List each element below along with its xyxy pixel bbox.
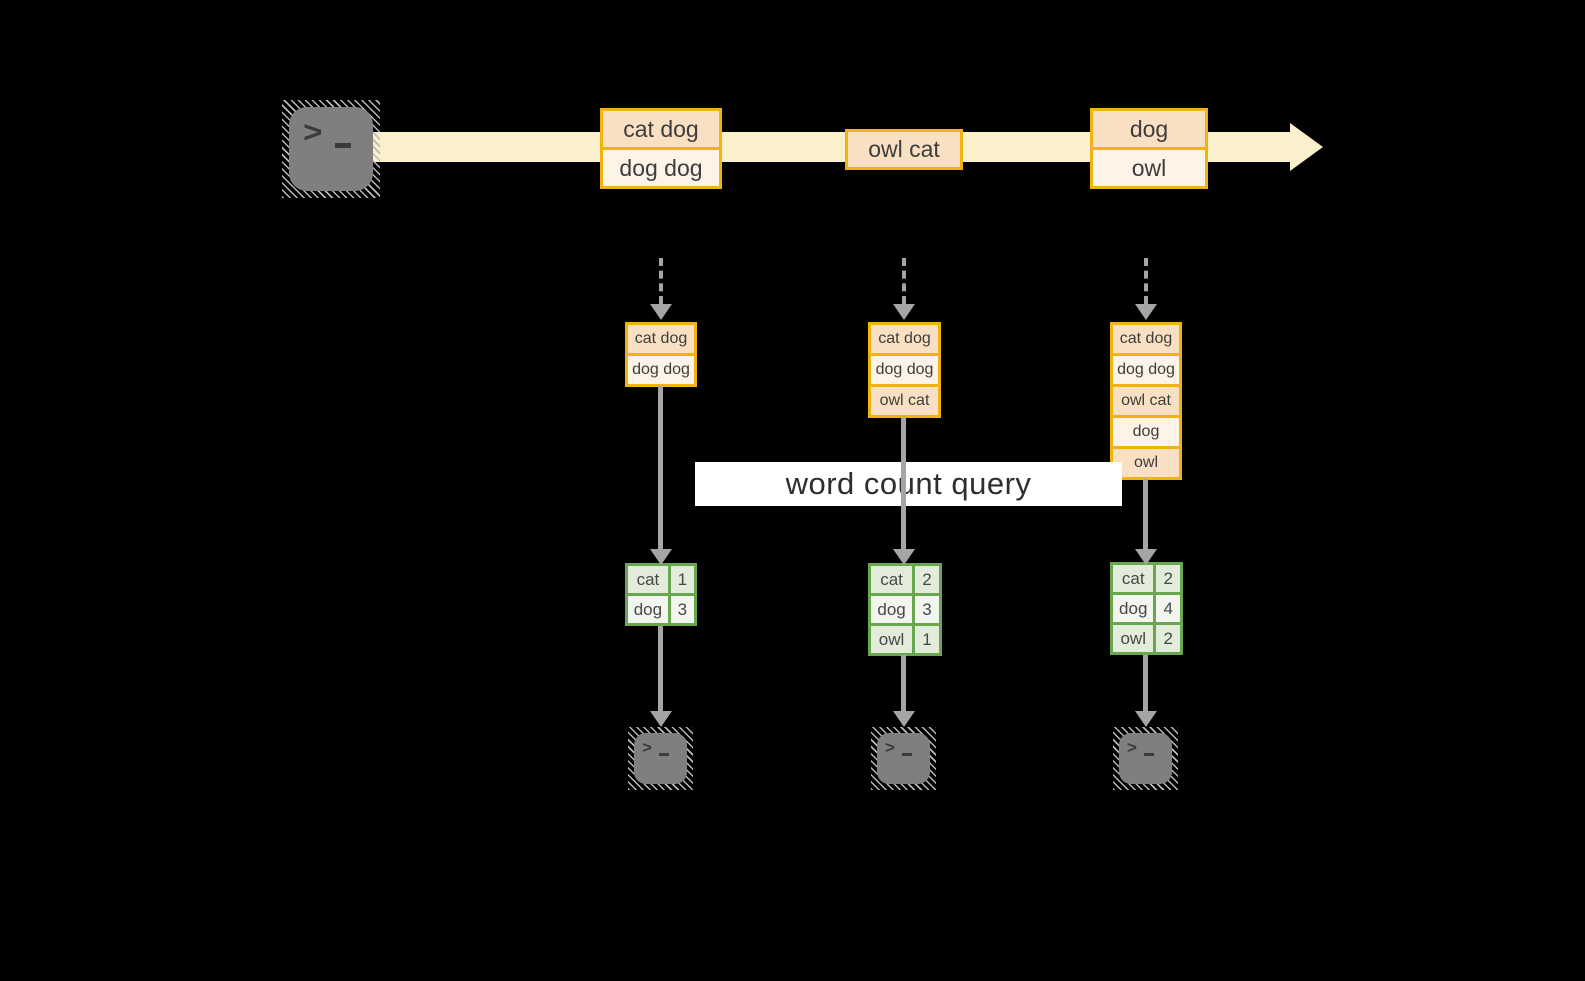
terminal-prompt-icon: >: [642, 738, 652, 757]
terminal-prompt-icon: >: [1127, 738, 1137, 757]
count-cell: 1: [915, 626, 939, 653]
stream-record: owl: [1093, 147, 1205, 186]
terminal-prompt-icon: >: [885, 738, 895, 757]
count-cell: 1: [670, 566, 694, 593]
stream-record: dog dog: [603, 147, 719, 186]
ingest-arrow-3: [1144, 258, 1148, 304]
terminal-cursor-icon: [659, 753, 669, 756]
query-arrow-3: [1143, 479, 1148, 549]
stream-timeline-arrowhead: [1290, 123, 1323, 171]
ingest-arrowhead-1: [650, 304, 672, 320]
terminal-screen: >: [289, 107, 373, 191]
table-row: dog 3: [628, 596, 694, 623]
state-record: dog dog: [1113, 353, 1179, 384]
terminal-cursor-icon: [1144, 753, 1154, 756]
state-record: cat dog: [1113, 325, 1179, 353]
wordcount-table-2: cat 2 dog 3 owl 1: [868, 563, 942, 656]
count-cell: 2: [1156, 625, 1180, 652]
query-arrow-2: [901, 417, 906, 549]
ingest-arrow-1: [659, 258, 663, 304]
query-banner: word count query: [695, 462, 1122, 506]
word-cell: cat: [871, 566, 913, 593]
state-record: owl cat: [1113, 384, 1179, 415]
count-cell: 3: [670, 596, 694, 623]
stream-record: dog: [1093, 111, 1205, 147]
query-arrowhead-3: [1135, 549, 1157, 565]
state-record: dog dog: [871, 353, 938, 384]
word-cell: owl: [871, 626, 913, 653]
sink-terminal-icon-3: >: [1113, 727, 1178, 790]
table-row: owl 1: [871, 626, 939, 653]
input-state-1: cat dog dog dog: [625, 322, 697, 387]
output-arrowhead-1: [650, 711, 672, 727]
state-record: owl: [1113, 446, 1179, 477]
ingest-arrowhead-2: [893, 304, 915, 320]
word-cell: owl: [1113, 625, 1154, 652]
terminal-cursor-icon: [902, 753, 912, 756]
word-cell: cat: [628, 566, 668, 593]
terminal-screen: >: [1119, 733, 1172, 784]
output-arrow-3: [1143, 655, 1148, 711]
query-arrow-1: [658, 386, 663, 549]
terminal-screen: >: [877, 733, 930, 784]
stream-batch-1: cat dog dog dog: [600, 108, 722, 189]
table-row: owl 2: [1113, 625, 1180, 652]
stream-batch-3: dog owl: [1090, 108, 1208, 189]
query-label: word count query: [785, 466, 1032, 501]
count-cell: 2: [1156, 565, 1180, 592]
stream-batch-2: owl cat: [845, 129, 963, 170]
output-arrowhead-3: [1135, 711, 1157, 727]
query-arrowhead-2: [893, 549, 915, 565]
table-row: cat 2: [871, 566, 939, 593]
word-cell: dog: [1113, 595, 1154, 622]
sink-terminal-icon-2: >: [871, 727, 936, 790]
source-terminal-icon: >: [282, 100, 380, 198]
count-cell: 3: [915, 596, 939, 623]
query-arrowhead-1: [650, 549, 672, 565]
terminal-screen: >: [634, 733, 687, 784]
table-row: dog 4: [1113, 595, 1180, 622]
table-row: cat 1: [628, 566, 694, 593]
ingest-arrowhead-3: [1135, 304, 1157, 320]
word-cell: cat: [1113, 565, 1154, 592]
terminal-cursor-icon: [335, 143, 351, 148]
output-arrow-2: [901, 655, 906, 711]
table-row: cat 2: [1113, 565, 1180, 592]
stream-record: cat dog: [603, 111, 719, 147]
ingest-arrow-2: [902, 258, 906, 304]
state-record: cat dog: [628, 325, 694, 353]
count-cell: 2: [915, 566, 939, 593]
table-row: dog 3: [871, 596, 939, 623]
output-arrow-1: [658, 626, 663, 711]
wordcount-table-3: cat 2 dog 4 owl 2: [1110, 562, 1183, 655]
output-arrowhead-2: [893, 711, 915, 727]
state-record: dog dog: [628, 353, 694, 384]
state-record: cat dog: [871, 325, 938, 353]
sink-terminal-icon-1: >: [628, 727, 693, 790]
count-cell: 4: [1156, 595, 1180, 622]
state-record: owl cat: [871, 384, 938, 415]
wordcount-table-1: cat 1 dog 3: [625, 563, 697, 626]
input-state-3: cat dog dog dog owl cat dog owl: [1110, 322, 1182, 480]
stream-record: owl cat: [848, 132, 960, 167]
state-record: dog: [1113, 415, 1179, 446]
input-state-2: cat dog dog dog owl cat: [868, 322, 941, 418]
word-cell: dog: [628, 596, 668, 623]
terminal-prompt-icon: >: [303, 116, 323, 149]
word-cell: dog: [871, 596, 913, 623]
